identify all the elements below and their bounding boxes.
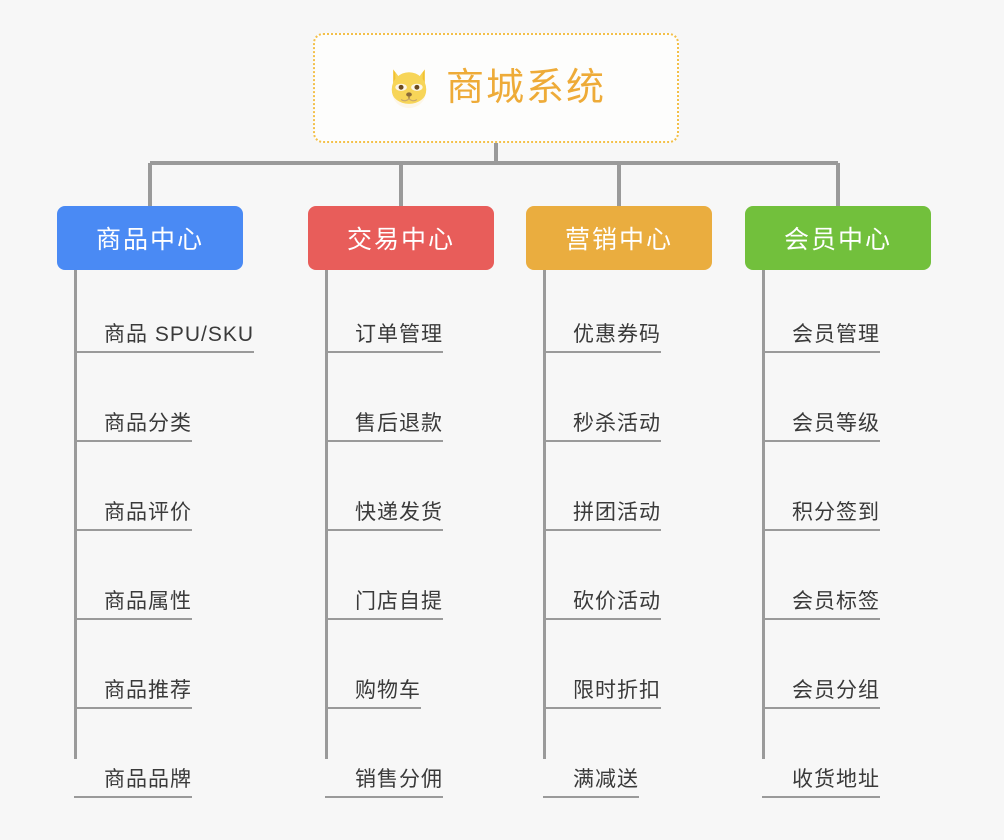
leaf-label: 会员管理 (762, 323, 880, 354)
list-item[interactable]: 满减送 (526, 715, 712, 804)
list-item[interactable]: 快递发货 (308, 448, 494, 537)
list-item[interactable]: 商品推荐 (57, 626, 243, 715)
list-item[interactable]: 拼团活动 (526, 448, 712, 537)
category-label-4: 会员中心 (783, 226, 892, 254)
leaf-label: 秒杀活动 (543, 412, 661, 443)
list-item[interactable]: 会员分组 (745, 626, 931, 715)
list-item[interactable]: 会员标签 (745, 537, 931, 626)
list-item[interactable]: 商品品牌 (57, 715, 243, 804)
list-item[interactable]: 优惠券码 (526, 270, 712, 359)
leaf-label: 优惠券码 (543, 323, 661, 354)
leaf-label: 商品评价 (74, 501, 192, 532)
list-item[interactable]: 商品评价 (57, 448, 243, 537)
leaf-label: 商品品牌 (74, 768, 192, 799)
list-item[interactable]: 限时折扣 (526, 626, 712, 715)
category-label-3: 营销中心 (564, 226, 673, 254)
leaf-label: 商品 SPU/SKU (73, 323, 255, 354)
list-item[interactable]: 售后退款 (308, 359, 494, 448)
leaf-label: 限时折扣 (543, 679, 661, 710)
root-title: 商城系统 (445, 67, 606, 109)
list-item[interactable]: 秒杀活动 (526, 359, 712, 448)
category-header-3[interactable]: 营销中心 (526, 206, 712, 270)
leaf-label: 满减送 (543, 768, 639, 799)
category-label-2: 交易中心 (346, 226, 455, 254)
leaf-label: 收货地址 (762, 768, 880, 799)
leaf-list-1: 商品 SPU/SKU 商品分类 商品评价 商品属性 商品推荐 商品品牌 (57, 270, 255, 804)
leaf-label: 会员标签 (762, 590, 880, 621)
branch-column-4: 会员中心 会员管理 会员等级 积分签到 会员标签 会员分组 收货地址 (745, 206, 931, 804)
list-item[interactable]: 销售分佣 (308, 715, 494, 804)
root-node[interactable]: 商城系统 (313, 33, 679, 143)
leaf-label: 商品属性 (74, 590, 192, 621)
leaf-label: 售后退款 (325, 412, 443, 443)
leaf-label: 积分签到 (762, 501, 880, 532)
leaf-label: 订单管理 (325, 323, 443, 354)
list-item[interactable]: 会员管理 (745, 270, 931, 359)
leaf-label: 快递发货 (325, 501, 443, 532)
leaf-label: 商品推荐 (74, 679, 192, 710)
list-item[interactable]: 积分签到 (745, 448, 931, 537)
branch-column-3: 营销中心 优惠券码 秒杀活动 拼团活动 砍价活动 限时折扣 满减送 (526, 206, 712, 804)
category-label-1: 商品中心 (95, 226, 204, 254)
leaf-label: 会员分组 (762, 679, 880, 710)
list-item[interactable]: 会员等级 (745, 359, 931, 448)
list-item[interactable]: 砍价活动 (526, 537, 712, 626)
branch-column-2: 交易中心 订单管理 售后退款 快递发货 门店自提 购物车 销售分佣 (308, 206, 494, 804)
leaf-label: 会员等级 (762, 412, 880, 443)
leaf-label: 拼团活动 (543, 501, 661, 532)
leaf-label: 门店自提 (325, 590, 443, 621)
leaf-list-4: 会员管理 会员等级 积分签到 会员标签 会员分组 收货地址 (745, 270, 931, 804)
dog-face-emoji (391, 69, 427, 109)
leaf-label: 商品分类 (74, 412, 192, 443)
category-header-4[interactable]: 会员中心 (745, 206, 931, 270)
list-item[interactable]: 门店自提 (308, 537, 494, 626)
leaf-list-2: 订单管理 售后退款 快递发货 门店自提 购物车 销售分佣 (308, 270, 494, 804)
list-item[interactable]: 订单管理 (308, 270, 494, 359)
branch-column-1: 商品中心 商品 SPU/SKU 商品分类 商品评价 商品属性 商品推荐 商品品牌 (57, 206, 255, 804)
leaf-label: 销售分佣 (325, 768, 443, 799)
leaf-list-3: 优惠券码 秒杀活动 拼团活动 砍价活动 限时折扣 满减送 (526, 270, 712, 804)
category-header-2[interactable]: 交易中心 (308, 206, 494, 270)
leaf-label: 砍价活动 (543, 590, 661, 621)
list-item[interactable]: 商品 SPU/SKU (57, 270, 255, 359)
list-item[interactable]: 购物车 (308, 626, 494, 715)
leaf-label: 购物车 (325, 679, 421, 710)
list-item[interactable]: 收货地址 (745, 715, 931, 804)
list-item[interactable]: 商品分类 (57, 359, 243, 448)
category-header-1[interactable]: 商品中心 (57, 206, 243, 270)
list-item[interactable]: 商品属性 (57, 537, 243, 626)
